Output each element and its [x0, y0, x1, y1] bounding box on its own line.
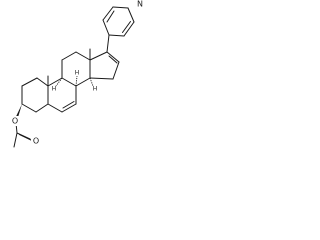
pyridine-ring — [102, 6, 135, 53]
hydrogen-c9-label: H — [52, 86, 57, 93]
ring-c — [61, 51, 91, 87]
stereo-hydrogen-bonds — [55, 75, 94, 87]
ring-b — [47, 77, 77, 113]
carbonyl-oxygen-label: O — [33, 137, 39, 146]
ester-oxygen-label: O — [12, 117, 18, 126]
molecule-structure-diagram: N O O H H H — [10, 0, 145, 148]
ring-d — [89, 51, 120, 80]
ring-a — [21, 77, 49, 113]
methyl-groups — [47, 48, 91, 87]
pyridine-nitrogen-label: N — [137, 0, 143, 9]
hydrogen-c14-label: H — [93, 86, 98, 93]
hydrogen-c8-label: H — [75, 70, 80, 77]
